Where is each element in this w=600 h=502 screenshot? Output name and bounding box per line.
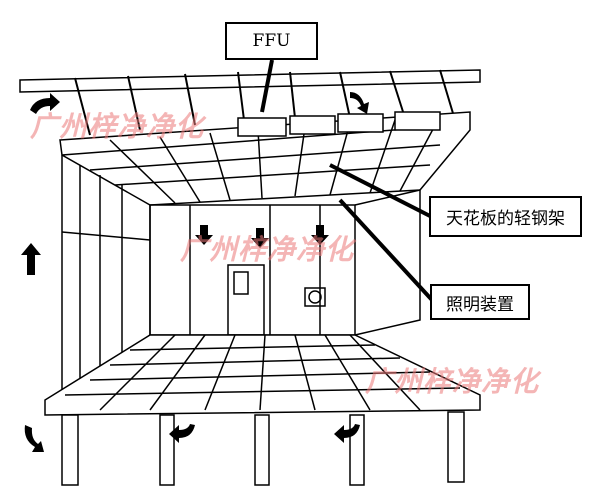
top-rail xyxy=(19,69,481,93)
ceiling-ribs xyxy=(89,115,441,204)
back-wall xyxy=(149,204,356,336)
lighting-fixture xyxy=(304,287,326,307)
arrow-down-icon xyxy=(195,225,213,245)
curved-arrow-icon xyxy=(350,92,369,114)
curved-arrow-icon xyxy=(30,93,60,114)
airflow-arrows xyxy=(21,92,369,452)
curved-arrow-icon xyxy=(334,424,360,443)
hangers xyxy=(74,69,456,136)
frame-leader xyxy=(329,163,431,218)
watermark: 广州梓净净化 xyxy=(180,233,355,266)
arrow-up-icon xyxy=(21,243,41,275)
lighting-leader xyxy=(338,198,434,302)
ffu-leader xyxy=(260,59,274,113)
curved-arrow-icon xyxy=(24,425,44,452)
ffu-units xyxy=(237,111,441,137)
floor-pillars xyxy=(61,411,465,486)
lighting-label: 照明装置 xyxy=(430,284,530,320)
watermark: 广州梓净净化 xyxy=(365,365,540,398)
curved-arrow-icon xyxy=(169,424,195,443)
ffu-label: FFU xyxy=(225,22,318,60)
arrow-down-icon xyxy=(311,225,329,245)
ceiling-frame-label: 天花板的轻钢架 xyxy=(429,196,582,237)
floor-grid xyxy=(64,334,461,411)
watermark: 广州梓净净化 xyxy=(30,110,205,143)
arrow-down-icon xyxy=(251,228,269,248)
